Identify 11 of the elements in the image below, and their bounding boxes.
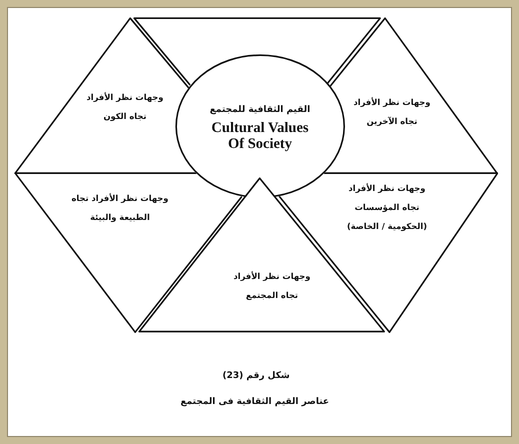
circle-subtitle: Cultural Values Of Society [210,120,310,152]
circle-title: القيم الثقافية للمجتمع [210,104,310,117]
segment-text: وجهات نظر الأفراد تجاه الكون [86,90,164,123]
figure-caption: عناصر القيم الثقافية فى المجتمع [180,396,330,409]
figure-number: شكل رقم (23) [222,370,290,383]
segment-text: وجهات نظر الأفراد تجاه المؤسسات (الحكومية / الخاصة) [346,182,428,233]
triangle-segment [278,172,498,334]
triangle-segment [133,16,382,86]
segment-text: وجهات نظر الأفراد تجاه الطبيعة والبيئة [70,192,170,224]
segment-text: وجهات نظر الأفراد تجاه المجتمع [232,270,312,302]
segment-text: وجهات نظر الأفراد تجاه الآخرين [352,96,432,128]
